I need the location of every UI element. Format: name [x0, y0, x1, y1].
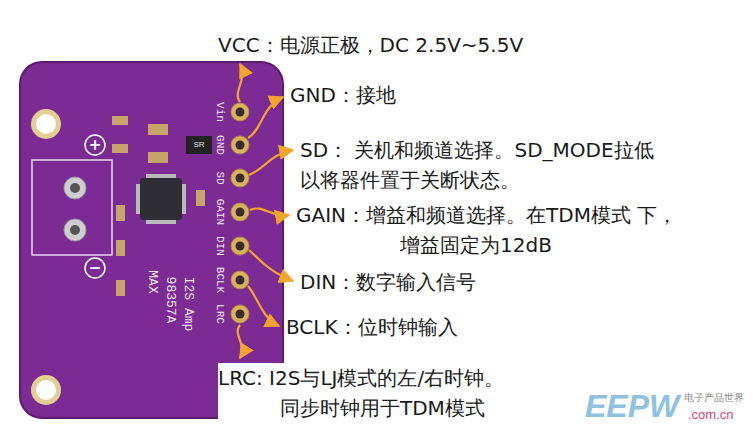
pin-description: BCLK：位时钟输入: [286, 312, 458, 342]
leader-arrow: [238, 325, 243, 358]
part-marking: SR: [193, 141, 204, 149]
pin-description: DIN：数字输入信号: [300, 267, 476, 297]
mounting-hole-ring: [31, 109, 61, 139]
leader-arrow: [248, 97, 283, 138]
pin-description: LRC: I2S与LJ模式的左/右时钟。 同步时钟用于TDM模式: [218, 363, 618, 423]
pin-pad: [231, 103, 249, 121]
polarity-sign: −: [89, 261, 102, 276]
pin-description: GAIN：增益和频道选择。在TDM模式 下，增益固定为12dB: [296, 200, 716, 260]
pin-hole: [236, 108, 245, 117]
pin-description: GND：接地: [290, 80, 396, 110]
leader-arrow: [248, 286, 279, 326]
leader-arrow: [249, 250, 293, 281]
chip-pins: [146, 174, 176, 178]
pin-hole: [236, 276, 245, 285]
pin-hole: [236, 141, 245, 150]
mounting-hole: [36, 114, 56, 134]
silk-part-text: 98357A: [164, 277, 177, 324]
pin-hole: [236, 242, 245, 251]
pin-pad: [231, 169, 249, 187]
plus-circle: [85, 135, 105, 155]
chip-pins: [182, 184, 186, 214]
silk-pin-name: SD: [214, 171, 225, 184]
silk-part-text: MAX: [146, 270, 159, 293]
silk-pin-name: Vin: [214, 102, 225, 122]
header-pins: [231, 103, 249, 323]
capacitor: [116, 205, 125, 221]
mounting-hole: [36, 380, 56, 400]
leader-arrows: [238, 64, 293, 358]
leader-arrow: [238, 64, 243, 102]
capacitor: [116, 280, 125, 296]
capacitor: [116, 240, 125, 256]
watermark: EEPW: [585, 390, 679, 422]
pin-description: VCC：电源正极，DC 2.5V~5.5V: [218, 30, 523, 60]
pin-pad: [231, 136, 249, 154]
minus-circle: [85, 258, 105, 278]
terminal-pad: [64, 177, 86, 199]
terminal-outline: [32, 160, 112, 255]
amp-chip: [140, 178, 182, 220]
capacitor: [112, 116, 128, 125]
terminal-hole: [70, 183, 80, 193]
inductor-part: [186, 136, 212, 154]
pin-pad: [231, 203, 249, 221]
terminal-pad: [64, 219, 86, 241]
watermark: .com.cn: [688, 408, 734, 421]
pin-description: SD： 关机和频道选择。SD_MODE拉低 以将器件置于关断状态。: [300, 135, 720, 195]
silk-pin-name: DIN: [214, 236, 225, 256]
chip-pins: [146, 220, 176, 224]
chip-pins: [136, 184, 140, 214]
capacitors: [112, 116, 205, 296]
mounting-hole-ring: [31, 375, 61, 405]
capacitor: [112, 144, 128, 153]
leader-arrow: [249, 150, 293, 175]
silk-pin-name: LRC: [214, 304, 225, 324]
polarity-sign: +: [89, 138, 102, 153]
watermark: 电子产品世界: [684, 393, 744, 403]
terminal-hole: [70, 225, 80, 235]
silk-part-text: I2S Amp: [182, 277, 195, 332]
capacitor: [196, 190, 205, 206]
pin-hole: [236, 310, 245, 319]
pin-pad: [231, 237, 249, 255]
pin-hole: [236, 174, 245, 183]
capacitor: [148, 124, 168, 135]
capacitor: [148, 152, 168, 163]
leader-arrow: [250, 208, 289, 215]
silk-pin-name: GND: [214, 135, 225, 155]
silk-pin-name: BCLK: [214, 267, 225, 293]
pin-hole: [236, 208, 245, 217]
pin-pad: [231, 271, 249, 289]
silk-pin-name: GAIN: [214, 199, 225, 225]
pin-pad: [231, 305, 249, 323]
